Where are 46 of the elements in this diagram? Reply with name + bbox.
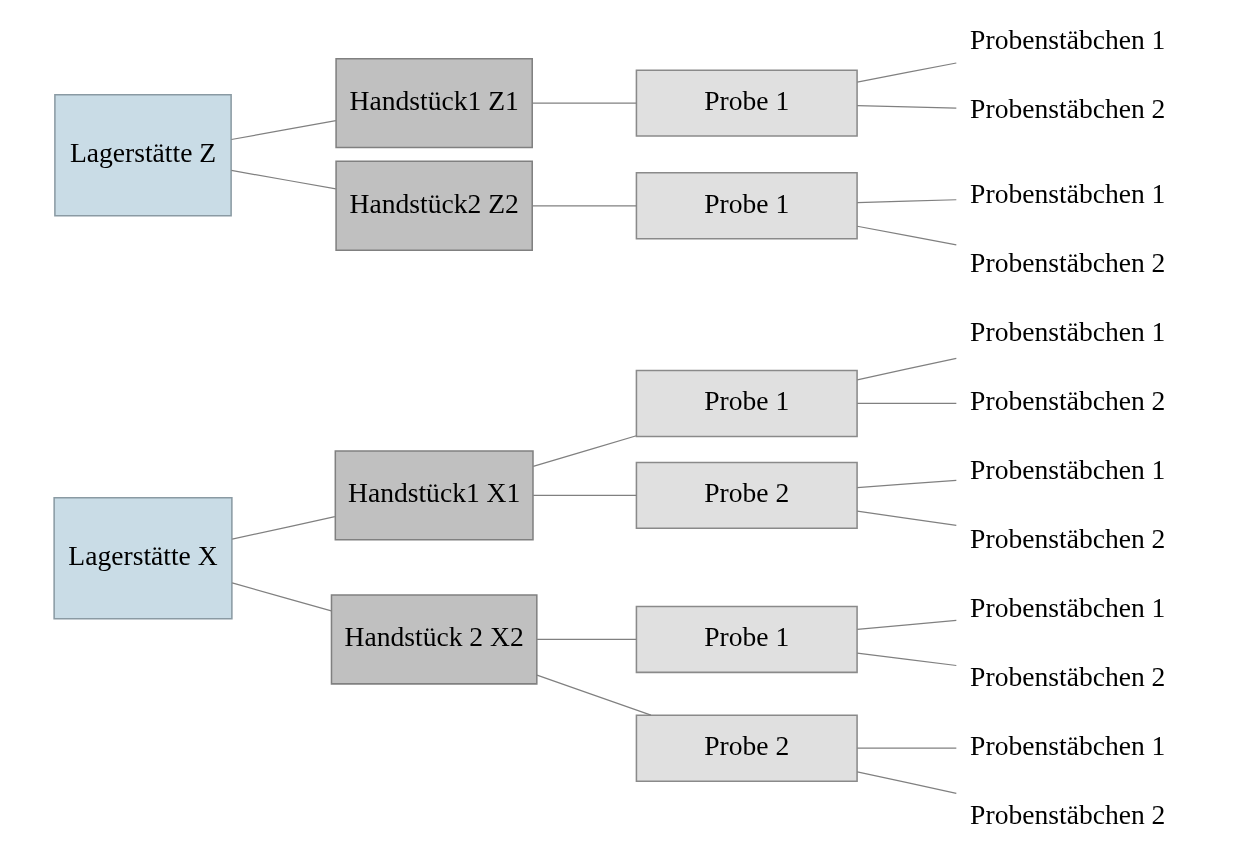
node-box: Handstück 2 X2 [330, 594, 538, 685]
node-text: Probenstäbchen 2 [970, 92, 1166, 124]
node-box: Lagerstätte Z [54, 93, 232, 217]
connector [531, 205, 637, 207]
node-text: Probenstäbchen 2 [970, 385, 1166, 417]
node-text: Probenstäbchen 2 [970, 247, 1166, 279]
node-box: Probe 1 [635, 605, 858, 674]
connector [536, 638, 637, 641]
connector [856, 199, 957, 204]
connector [230, 119, 337, 141]
node-text: Probenstäbchen 2 [970, 798, 1166, 830]
node-text: Probenstäbchen 1 [970, 316, 1166, 348]
node-box: Lagerstätte X [53, 496, 233, 620]
node-text: Probenstäbchen 1 [970, 454, 1166, 486]
connector [856, 357, 957, 381]
node-text: Probenstäbchen 1 [970, 592, 1166, 624]
connector [856, 771, 957, 794]
node-text: Probenstäbchen 1 [970, 23, 1166, 55]
connector [231, 516, 336, 540]
connector [532, 494, 637, 496]
node-box: Probe 2 [635, 714, 858, 782]
connector [856, 652, 957, 667]
connector [230, 169, 337, 190]
node-box: Probe 1 [635, 172, 858, 240]
connector [536, 674, 652, 716]
connector [856, 62, 957, 83]
connector [856, 747, 957, 749]
connector [856, 225, 957, 246]
connector [856, 105, 957, 109]
connector [856, 619, 957, 631]
node-box: Handstück1 X1 [334, 450, 534, 541]
connector [531, 102, 637, 104]
node-box: Handstück1 Z1 [335, 57, 533, 149]
connector [856, 402, 957, 405]
connector [856, 510, 957, 527]
node-text: Probenstäbchen 1 [970, 178, 1166, 210]
node-box: Probe 1 [635, 369, 858, 438]
connector [856, 479, 957, 489]
connector [231, 582, 332, 612]
node-box: Handstück2 Z2 [335, 160, 533, 251]
node-text: Probenstäbchen 1 [970, 729, 1166, 761]
connector [532, 435, 637, 468]
node-text: Probenstäbchen 2 [970, 661, 1166, 693]
node-box: Probe 1 [635, 69, 858, 137]
node-text: Probenstäbchen 2 [970, 523, 1166, 555]
node-box: Probe 2 [635, 461, 858, 530]
